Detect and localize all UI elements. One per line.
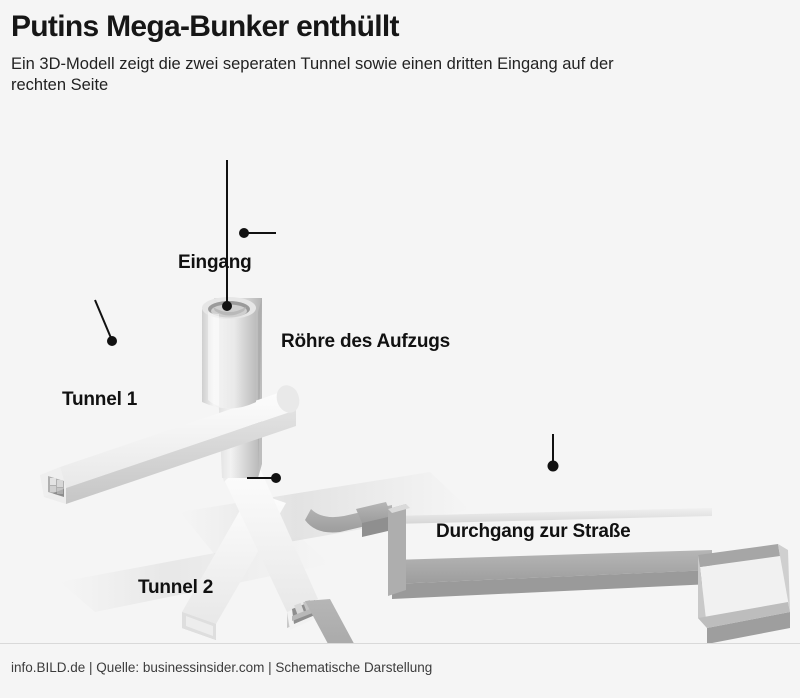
shaft-right-edge <box>258 298 262 478</box>
tunnel-1-side <box>66 410 296 504</box>
passage-corridor-side <box>392 570 712 599</box>
dot-eingang <box>222 301 232 311</box>
cylinder-body <box>202 309 256 409</box>
passage-left-arm-top <box>305 599 354 643</box>
end-room <box>698 544 790 643</box>
elevator-shaft-cylinder <box>202 297 256 409</box>
callout-label-roehre: Röhre des Aufzugs <box>281 331 451 352</box>
header: Putins Mega-Bunker enthüllt Ein 3D-Model… <box>0 0 800 112</box>
street-passage <box>305 502 712 643</box>
dot-tunnel1 <box>107 336 117 346</box>
passage-corridor-top <box>392 550 712 584</box>
callout-label-tunnel1: Tunnel 1 <box>62 389 138 410</box>
callout-leaders <box>94 160 554 479</box>
passage-wall-stub <box>388 504 406 596</box>
tunnel-2 <box>182 462 318 640</box>
passage-corridor-rail <box>392 508 712 524</box>
page-subtitle: Ein 3D-Modell zeigt die zwei seperaten T… <box>11 55 614 94</box>
end-room-right-wall <box>778 544 790 612</box>
end-room-front-wall <box>707 612 790 643</box>
footer-credit: info.BILD.de | Quelle: businessinsider.c… <box>11 660 433 675</box>
tunnel-2-far-end <box>182 612 216 640</box>
bunker-3d-diagram <box>40 160 790 643</box>
passage-riser-top <box>356 502 392 523</box>
page-title: Putins Mega-Bunker enthüllt <box>11 10 399 43</box>
tunnel-1-open-end <box>40 467 66 504</box>
dot-roehre <box>239 228 249 238</box>
callout-dots <box>107 228 559 483</box>
callout-label-durchgang: Durchgang zur Straße <box>436 521 631 542</box>
tunnel-2-upper-top <box>222 464 318 612</box>
footer-divider <box>0 643 800 644</box>
diagram-stage: Eingang Röhre des Aufzugs Tunnel 1 Tunne… <box>0 112 800 643</box>
callout-label-tunnel2: Tunnel 2 <box>138 577 214 598</box>
dot-tunnel2 <box>271 473 281 483</box>
tunnel-1-top <box>60 389 296 488</box>
end-room-back-wall <box>698 544 780 567</box>
end-room-left-wall <box>698 555 707 628</box>
leader-tunnel1 <box>94 299 112 339</box>
callout-label-eingang: Eingang <box>178 252 252 273</box>
tunnel-1 <box>40 385 300 504</box>
passage-riser-side <box>362 516 392 537</box>
dot-durchgang <box>547 460 559 472</box>
